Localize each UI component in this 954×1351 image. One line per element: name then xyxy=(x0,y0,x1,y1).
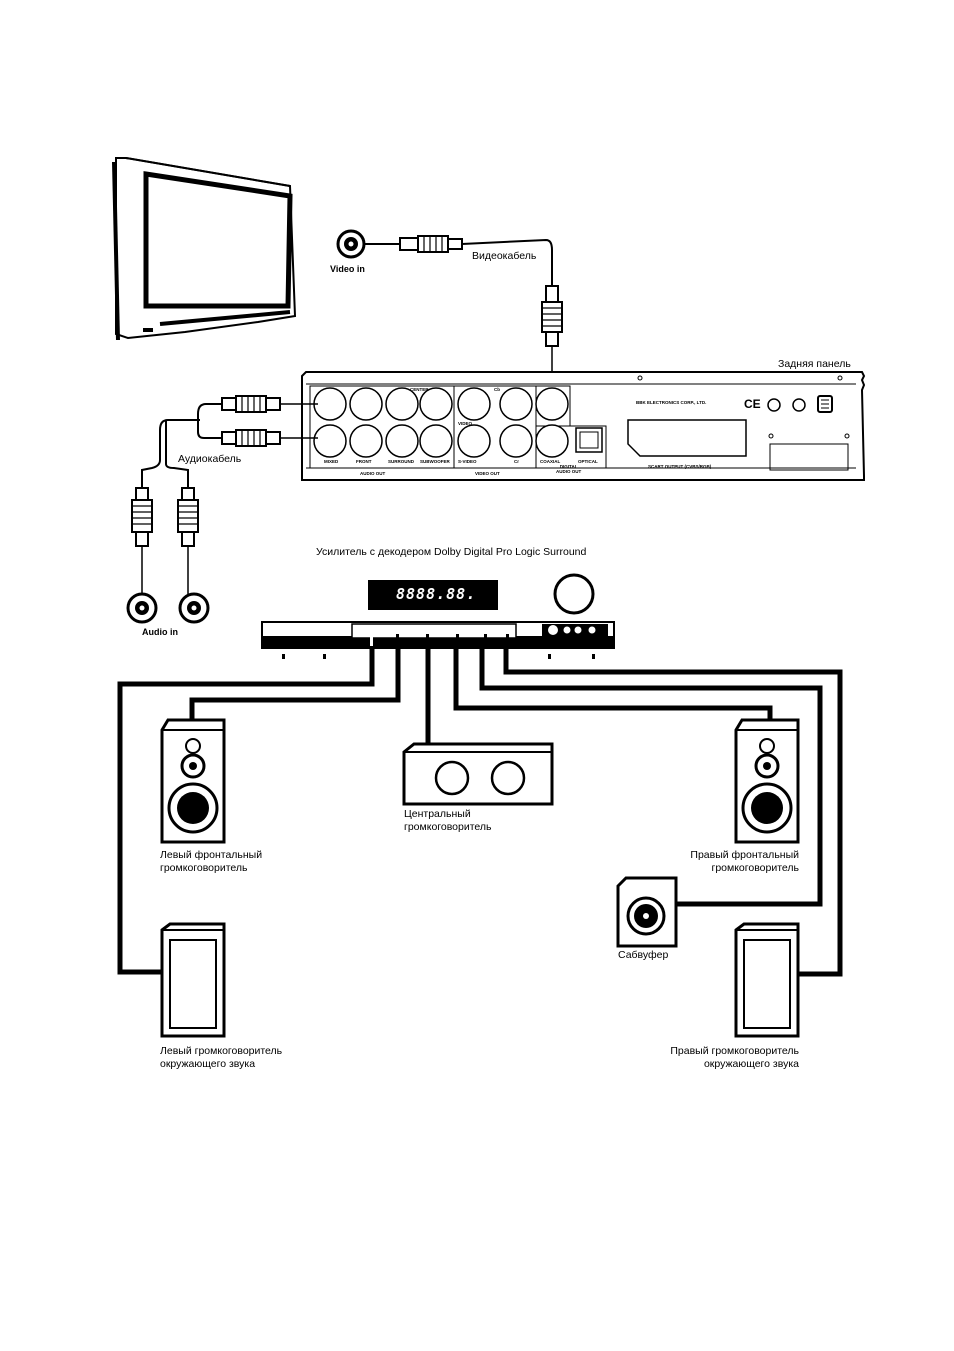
panel-optical: OPTICAL xyxy=(578,459,598,464)
panel-mixed: MIXED xyxy=(324,459,339,464)
panel-digital-audio-out: DIGITAL AUDIO OUT xyxy=(556,464,582,474)
amplifier-label: Усилитель с декодером Dolby Digital Pro … xyxy=(316,546,587,558)
left-front-speaker xyxy=(160,718,226,844)
panel-video: VIDEO xyxy=(458,421,473,426)
panel-svideo: S-VIDEO xyxy=(458,459,477,464)
rear-panel xyxy=(301,371,866,481)
video-cable xyxy=(365,235,563,404)
panel-brand: BBK ELECTRONICS CORP., LTD. xyxy=(636,400,707,405)
center-speaker xyxy=(402,742,554,806)
right-front-label: Правый фронтальный громкоговоритель xyxy=(690,849,799,874)
amplifier-display xyxy=(368,580,498,610)
scart-port xyxy=(627,419,747,457)
video-cable-label: Видеокабель xyxy=(472,250,537,262)
panel-coaxial: COAXIAL xyxy=(540,459,561,464)
audio-in-jacks xyxy=(126,592,210,624)
panel-front: FRONT xyxy=(356,459,372,464)
subwoofer xyxy=(616,876,678,948)
tv-screen xyxy=(143,171,293,309)
audio-cable-label: Аудиокабель xyxy=(178,453,242,465)
subwoofer-label: Сабвуфер xyxy=(618,949,669,961)
panel-subwoofer: SUBWOOFER xyxy=(420,459,450,464)
panel-audio-out: AUDIO OUT xyxy=(360,471,386,476)
panel-center: CENTER xyxy=(410,387,429,392)
tv-set xyxy=(112,157,297,341)
rca-jacks-bottom xyxy=(313,424,569,458)
rear-panel-label: Задняя панель xyxy=(778,358,851,370)
video-in-jack xyxy=(336,229,366,259)
ce-mark: CE xyxy=(744,397,761,411)
left-front-label: Левый фронтальный громкоговоритель xyxy=(160,849,263,874)
right-surround-label: Правый громкоговоритель окружающего звук… xyxy=(670,1045,799,1070)
right-surround-speaker xyxy=(734,922,800,1038)
amplifier-display-text: 8888.88. xyxy=(396,585,477,603)
audio-in-label: Audio in xyxy=(142,627,178,637)
speaker-wires xyxy=(117,648,843,977)
center-speaker-label: Центральный громкоговоритель xyxy=(404,808,492,833)
left-surround-label: Левый громкоговоритель окружающего звука xyxy=(160,1045,283,1070)
audio-cable xyxy=(131,395,318,594)
left-surround-speaker xyxy=(160,922,226,1038)
amplifier xyxy=(261,573,615,659)
panel-video-out: VIDEO OUT xyxy=(475,471,500,476)
right-front-speaker xyxy=(734,718,800,844)
rca-jacks-top xyxy=(313,387,569,421)
panel-cr: Cr xyxy=(514,459,520,464)
panel-scart: SCART OUTPUT (CVBS/RGB) xyxy=(648,464,712,469)
panel-surround: SURROUND xyxy=(388,459,415,464)
video-in-label: Video in xyxy=(330,264,365,274)
panel-cb: Cb xyxy=(494,387,500,392)
